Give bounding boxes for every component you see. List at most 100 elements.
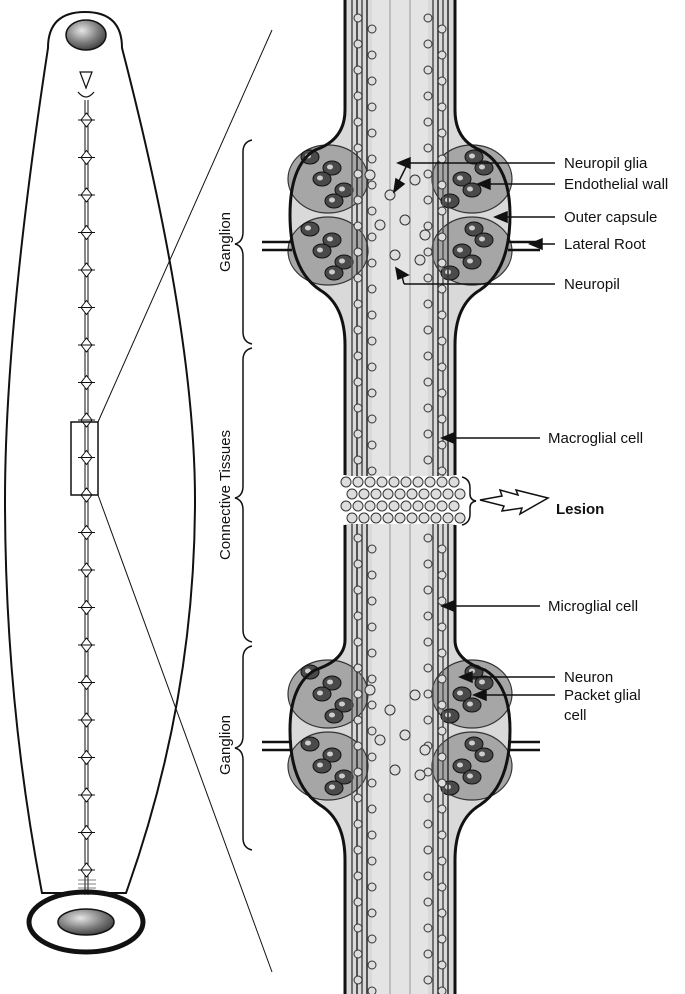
glial-cell bbox=[423, 533, 433, 543]
lesion-cell bbox=[436, 476, 448, 488]
glial-cell bbox=[437, 908, 447, 918]
glial-cell bbox=[367, 206, 377, 216]
glial-cell bbox=[437, 362, 447, 372]
glial-cell bbox=[423, 91, 433, 101]
glial-cell bbox=[353, 143, 363, 153]
glial-cell bbox=[423, 455, 433, 465]
arrow-outer-capsule bbox=[493, 210, 555, 224]
glial-cells bbox=[353, 13, 447, 994]
glial-cell bbox=[367, 726, 377, 736]
glial-cell bbox=[437, 544, 447, 554]
arrow-neuropil bbox=[394, 266, 555, 285]
glial-cell bbox=[353, 403, 363, 413]
glial-cell bbox=[423, 689, 433, 699]
label-endothelial-wall: Endothelial wall bbox=[564, 176, 668, 193]
glial-cell bbox=[353, 767, 363, 777]
lesion-cell bbox=[442, 512, 454, 524]
glial-cell bbox=[367, 362, 377, 372]
lesion-cell bbox=[352, 476, 364, 488]
glial-cell bbox=[423, 169, 433, 179]
lesion-cell bbox=[370, 488, 382, 500]
glial-cell bbox=[437, 388, 447, 398]
label-neuropil: Neuropil bbox=[564, 276, 620, 293]
glial-cell bbox=[367, 986, 377, 994]
glial-cell bbox=[353, 273, 363, 283]
glial-cell bbox=[353, 611, 363, 621]
glial-cell bbox=[437, 24, 447, 34]
arrow-packet-glial bbox=[472, 688, 555, 702]
glial-cell bbox=[437, 804, 447, 814]
lesion-cell bbox=[406, 488, 418, 500]
lesion-cell bbox=[400, 476, 412, 488]
glial-cell bbox=[353, 351, 363, 361]
glial-cell bbox=[353, 169, 363, 179]
glial-cell bbox=[437, 726, 447, 736]
glial-cell bbox=[437, 648, 447, 658]
glial-cell bbox=[353, 91, 363, 101]
glial-cell bbox=[367, 180, 377, 190]
glial-cell bbox=[437, 440, 447, 450]
glial-cell bbox=[367, 24, 377, 34]
glial-cell bbox=[353, 663, 363, 673]
lesion-cell bbox=[382, 488, 394, 500]
glial-cell bbox=[367, 830, 377, 840]
lesion-cell bbox=[418, 512, 430, 524]
lesion-cell bbox=[442, 488, 454, 500]
glial-cell bbox=[423, 65, 433, 75]
glial-cell bbox=[437, 180, 447, 190]
glial-cell bbox=[423, 611, 433, 621]
lesion-cell bbox=[364, 476, 376, 488]
glial-cell bbox=[423, 247, 433, 257]
lesion-cell bbox=[400, 500, 412, 512]
lesion-cell bbox=[340, 500, 352, 512]
glial-cell bbox=[423, 195, 433, 205]
label-packet-glial-cell-line1: Packet glial bbox=[564, 687, 641, 704]
glial-cell bbox=[437, 674, 447, 684]
glial-cell bbox=[367, 440, 377, 450]
label-neuropil-glia: Neuropil glia bbox=[564, 155, 648, 172]
glial-cell bbox=[423, 429, 433, 439]
bracket-connective bbox=[234, 347, 253, 643]
glial-cell bbox=[423, 351, 433, 361]
lateral-roots bbox=[262, 240, 540, 752]
glial-cell bbox=[437, 466, 447, 476]
label-microglial-cell: Microglial cell bbox=[548, 598, 638, 615]
lesion-cell bbox=[358, 512, 370, 524]
glial-cell bbox=[423, 975, 433, 985]
glial-cell bbox=[423, 13, 433, 23]
glial-cell bbox=[423, 793, 433, 803]
glial-cell bbox=[437, 128, 447, 138]
label-ganglion-bottom: Ganglion bbox=[217, 715, 234, 775]
glial-cell bbox=[423, 845, 433, 855]
lesion-zone bbox=[340, 476, 466, 524]
label-packet-glial-cell-line2: cell bbox=[564, 707, 587, 724]
glial-cell bbox=[437, 960, 447, 970]
glial-cell bbox=[367, 622, 377, 632]
glial-cell bbox=[367, 778, 377, 788]
glial-cell bbox=[423, 585, 433, 595]
glial-cell bbox=[367, 388, 377, 398]
glial-cell bbox=[367, 76, 377, 86]
glial-cell bbox=[367, 960, 377, 970]
lesion-cell bbox=[376, 476, 388, 488]
lesion-cell bbox=[424, 500, 436, 512]
lesion-cell bbox=[394, 512, 406, 524]
glial-cell bbox=[423, 897, 433, 907]
glial-cell bbox=[423, 871, 433, 881]
lesion-cell bbox=[424, 476, 436, 488]
glial-cell bbox=[437, 622, 447, 632]
glial-cell bbox=[353, 377, 363, 387]
glial-cell bbox=[423, 143, 433, 153]
glial-cell bbox=[353, 39, 363, 49]
bracket-lesion bbox=[461, 476, 477, 526]
lesion-cell bbox=[418, 488, 430, 500]
glial-cell bbox=[353, 793, 363, 803]
lesion-cell bbox=[448, 500, 460, 512]
label-outer-capsule: Outer capsule bbox=[564, 209, 657, 226]
glial-cell bbox=[367, 414, 377, 424]
arrow-neuropil-glia bbox=[392, 156, 555, 194]
glial-cell bbox=[423, 663, 433, 673]
lesion-cell bbox=[346, 512, 358, 524]
glial-cell bbox=[437, 778, 447, 788]
arrow-lateral-root bbox=[528, 237, 555, 251]
